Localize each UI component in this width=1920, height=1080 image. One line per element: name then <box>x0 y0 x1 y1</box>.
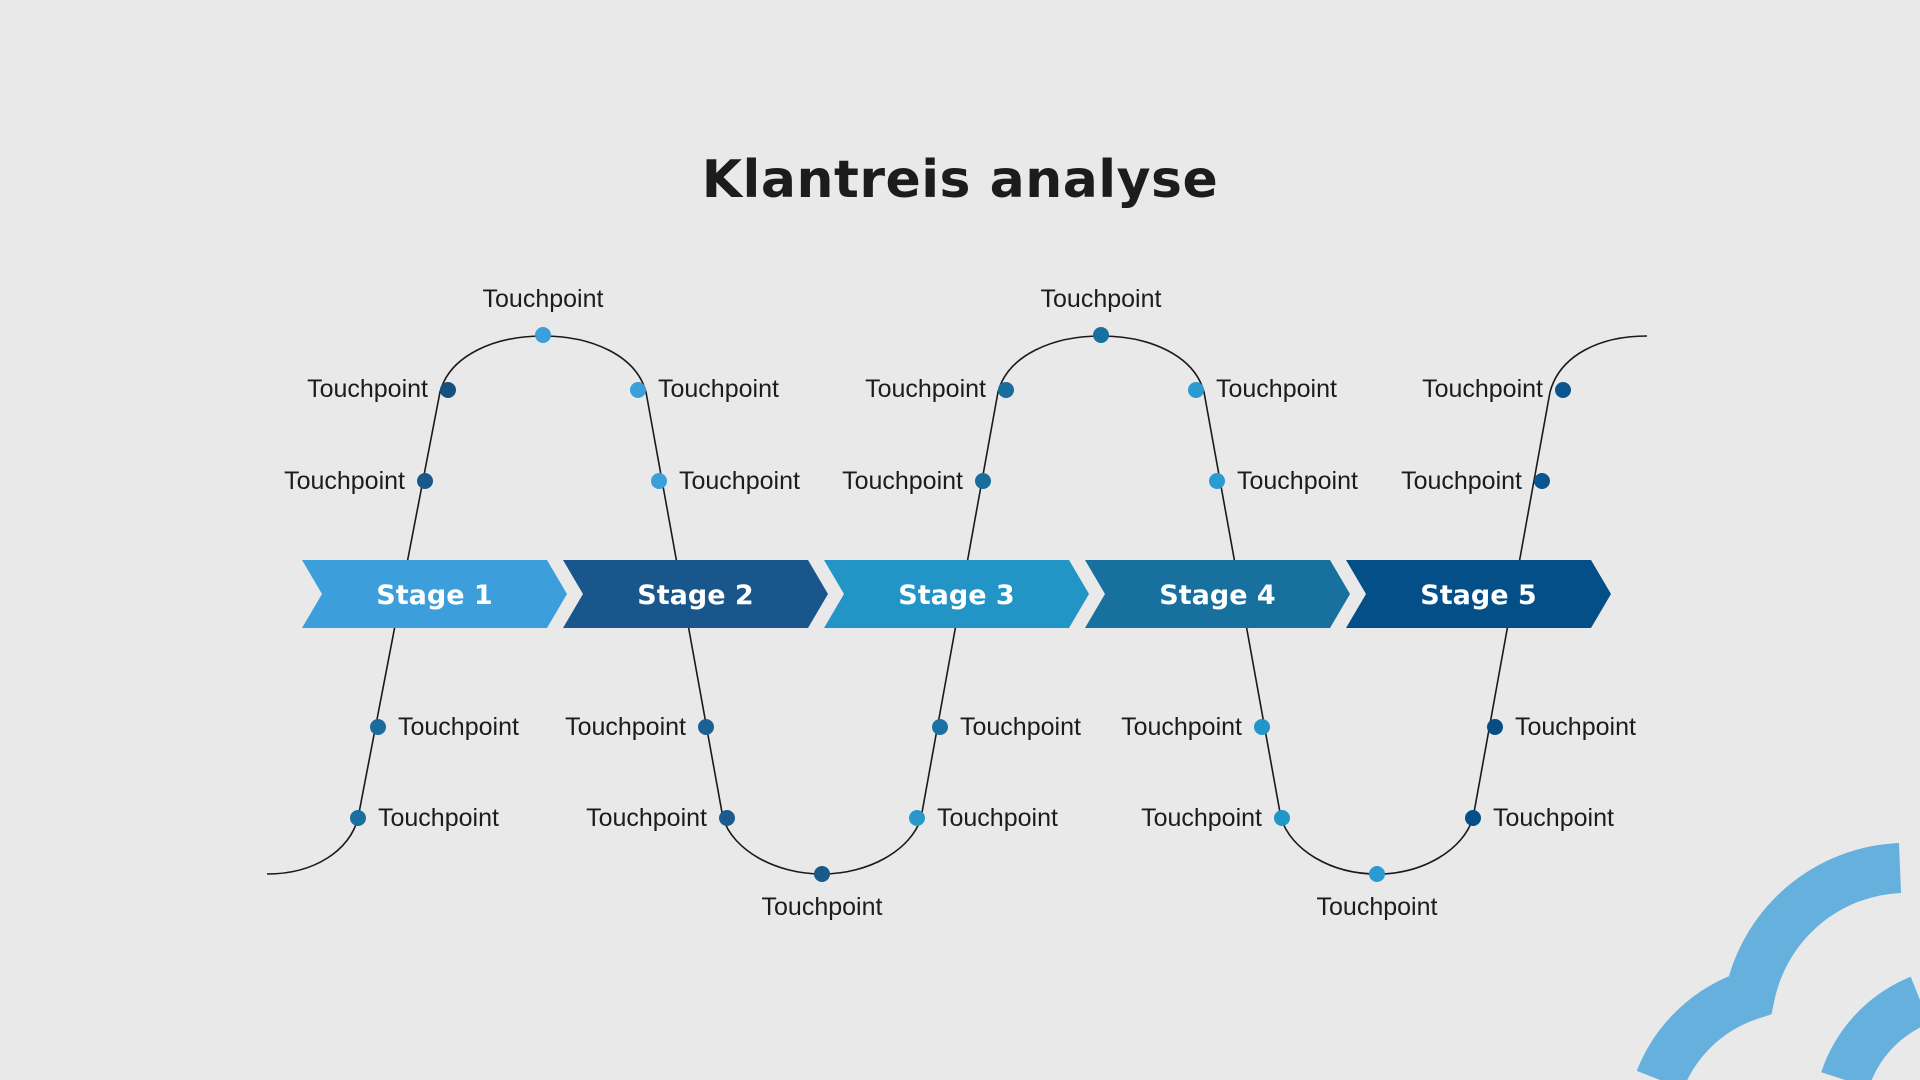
stage-3: Stage 3 <box>824 560 1089 628</box>
stage-chevron <box>1346 560 1611 628</box>
stage-5: Stage 5 <box>1346 560 1611 628</box>
touchpoint-dot <box>535 327 551 343</box>
touchpoint-label: Touchpoint <box>865 375 986 403</box>
touchpoint-dot <box>417 473 433 489</box>
stage-chevron <box>824 560 1089 628</box>
touchpoint-label: Touchpoint <box>960 713 1081 741</box>
touchpoint-label: Touchpoint <box>398 713 519 741</box>
stage-label: Stage 1 <box>376 580 492 611</box>
touchpoint-label: Touchpoint <box>679 467 800 495</box>
touchpoint-label: Touchpoint <box>1422 375 1543 403</box>
stage-chevron <box>1085 560 1350 628</box>
touchpoint-dot <box>651 473 667 489</box>
touchpoint-label: Touchpoint <box>565 713 686 741</box>
touchpoint-label: Touchpoint <box>284 467 405 495</box>
touchpoint-dot <box>1487 719 1503 735</box>
touchpoint-label: Touchpoint <box>378 804 499 832</box>
touchpoint-dot <box>370 719 386 735</box>
stage-chevron <box>563 560 828 628</box>
stage-1: Stage 1 <box>302 560 567 628</box>
touchpoint-dot <box>350 810 366 826</box>
stage-label: Stage 2 <box>637 580 753 611</box>
touchpoint-dot <box>814 866 830 882</box>
stage-label: Stage 5 <box>1420 580 1536 611</box>
touchpoint-dot <box>1188 382 1204 398</box>
touchpoint-dot <box>932 719 948 735</box>
touchpoint-dot <box>1555 382 1571 398</box>
touchpoint-label: Touchpoint <box>1401 467 1522 495</box>
stage-label: Stage 4 <box>1159 580 1275 611</box>
touchpoint-dot <box>1274 810 1290 826</box>
touchpoint-dot <box>998 382 1014 398</box>
touchpoint-label: Touchpoint <box>1237 467 1358 495</box>
touchpoint-dot <box>1209 473 1225 489</box>
touchpoint-label: Touchpoint <box>1515 713 1636 741</box>
touchpoint-label: Touchpoint <box>1493 804 1614 832</box>
touchpoint-label: Touchpoint <box>586 804 707 832</box>
stage-label: Stage 3 <box>898 580 1014 611</box>
touchpoint-label: Touchpoint <box>1141 804 1262 832</box>
touchpoint-label: Touchpoint <box>1121 713 1242 741</box>
touchpoint-dot <box>1369 866 1385 882</box>
touchpoint-label: Touchpoint <box>307 375 428 403</box>
touchpoint-label: Touchpoint <box>937 804 1058 832</box>
stage-4: Stage 4 <box>1085 560 1350 628</box>
touchpoint-label: Touchpoint <box>658 375 779 403</box>
touchpoint-label: Touchpoint <box>483 285 604 313</box>
touchpoint-dot <box>719 810 735 826</box>
touchpoint-label: Touchpoint <box>1317 893 1438 921</box>
touchpoint-dot <box>1534 473 1550 489</box>
touchpoint-dot <box>975 473 991 489</box>
touchpoint-label: Touchpoint <box>762 893 883 921</box>
touchpoint-label: Touchpoint <box>1216 375 1337 403</box>
stage-chevron <box>302 560 567 628</box>
cloud-decoration <box>1636 843 1920 1080</box>
touchpoint-dot <box>1465 810 1481 826</box>
touchpoint-label: Touchpoint <box>1041 285 1162 313</box>
page-title: Klantreis analyse <box>701 150 1219 210</box>
touchpoint-dot <box>1254 719 1270 735</box>
touchpoint-label: Touchpoint <box>842 467 963 495</box>
touchpoint-dot <box>698 719 714 735</box>
touchpoint-dot <box>630 382 646 398</box>
touchpoint-dot <box>1093 327 1109 343</box>
touchpoint-dot <box>909 810 925 826</box>
stage-2: Stage 2 <box>563 560 828 628</box>
touchpoint-dot <box>440 382 456 398</box>
